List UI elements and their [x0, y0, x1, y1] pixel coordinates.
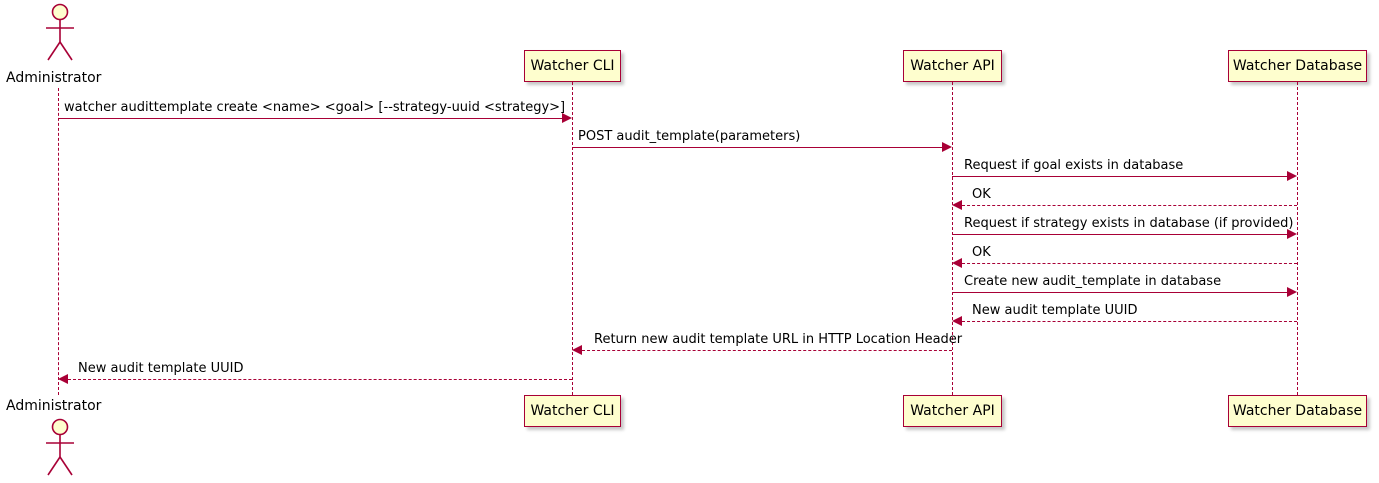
- message-line-6: [962, 263, 1297, 264]
- message-arrowhead-10: [58, 374, 68, 384]
- message-arrowhead-8: [952, 316, 962, 326]
- message-arrowhead-3: [1287, 171, 1297, 181]
- message-label-10: New audit template UUID: [78, 361, 244, 376]
- message-arrowhead-4: [952, 200, 962, 210]
- actor-administrator-top: [34, 2, 82, 64]
- message-arrowhead-7: [1287, 287, 1297, 297]
- message-line-2: [572, 147, 942, 148]
- message-label-7: Create new audit_template in database: [964, 274, 1222, 289]
- participant-box-watcher-cli-bottom[interactable]: Watcher CLI: [524, 395, 621, 427]
- lifeline-watcher-cli: [572, 82, 573, 395]
- participant-box-watcher-api-bottom[interactable]: Watcher API: [903, 395, 1002, 427]
- message-line-10: [68, 379, 572, 380]
- message-label-3: Request if goal exists in database: [964, 158, 1184, 173]
- actor-label-administrator-top: Administrator: [6, 70, 102, 86]
- lifeline-watcher-database: [1297, 82, 1298, 395]
- lifeline-watcher-api: [952, 82, 953, 395]
- actor-stick-figure-icon: [46, 418, 74, 476]
- actor-administrator-bottom: [34, 417, 82, 479]
- lifeline-administrator: [58, 88, 59, 395]
- message-arrowhead-1: [562, 113, 572, 123]
- message-label-8: New audit template UUID: [972, 303, 1138, 318]
- message-arrowhead-9: [572, 345, 582, 355]
- participant-box-watcher-database-bottom[interactable]: Watcher Database: [1228, 395, 1367, 427]
- participant-box-watcher-database-top[interactable]: Watcher Database: [1228, 50, 1367, 82]
- actor-label-administrator-bottom: Administrator: [6, 398, 102, 414]
- actor-stick-figure-icon: [46, 3, 74, 61]
- message-line-9: [582, 350, 952, 351]
- message-arrowhead-2: [942, 142, 952, 152]
- message-label-6: OK: [972, 245, 991, 260]
- message-line-1: [58, 118, 562, 119]
- message-line-7: [952, 292, 1287, 293]
- message-arrowhead-6: [952, 258, 962, 268]
- message-line-5: [952, 234, 1287, 235]
- message-label-5: Request if strategy exists in database (…: [964, 216, 1294, 231]
- participant-box-watcher-cli-top[interactable]: Watcher CLI: [524, 50, 621, 82]
- message-label-1: watcher audittemplate create <name> <goa…: [64, 100, 566, 115]
- message-line-4: [962, 205, 1297, 206]
- participant-box-watcher-api-top[interactable]: Watcher API: [903, 50, 1002, 82]
- message-label-9: Return new audit template URL in HTTP Lo…: [594, 332, 963, 347]
- message-label-4: OK: [972, 187, 991, 202]
- message-arrowhead-5: [1287, 229, 1297, 239]
- message-line-8: [962, 321, 1297, 322]
- message-label-2: POST audit_template(parameters): [578, 129, 801, 144]
- message-line-3: [952, 176, 1287, 177]
